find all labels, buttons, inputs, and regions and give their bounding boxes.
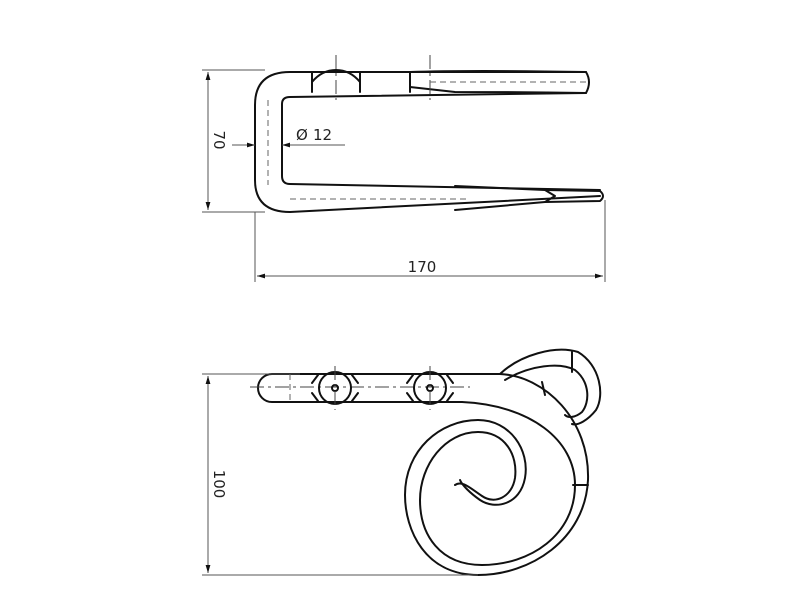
dimension-12-label: 12 bbox=[313, 126, 332, 144]
top-view: 70 Ø 12 170 bbox=[202, 55, 606, 282]
spiral-inner bbox=[419, 401, 576, 566]
hook-loop bbox=[499, 348, 602, 426]
bar-outline bbox=[257, 373, 501, 403]
hook-detail bbox=[541, 381, 546, 396]
bottom-arm-mid bbox=[544, 189, 556, 203]
bottom-arm-taper bbox=[454, 185, 604, 211]
nut-left bbox=[311, 366, 359, 410]
nut-right bbox=[406, 366, 454, 410]
bracket-outline-top bbox=[254, 71, 601, 213]
dimension-170-label: 170 bbox=[408, 258, 437, 276]
dimension-70-label: 70 bbox=[210, 130, 228, 149]
dimension-100-label: 100 bbox=[210, 470, 228, 499]
top-arm-tip bbox=[409, 70, 590, 94]
spiral-outer bbox=[404, 373, 590, 576]
nut-cutout bbox=[311, 69, 361, 83]
diameter-symbol: Ø bbox=[296, 126, 308, 144]
front-view: 100 bbox=[202, 348, 602, 576]
